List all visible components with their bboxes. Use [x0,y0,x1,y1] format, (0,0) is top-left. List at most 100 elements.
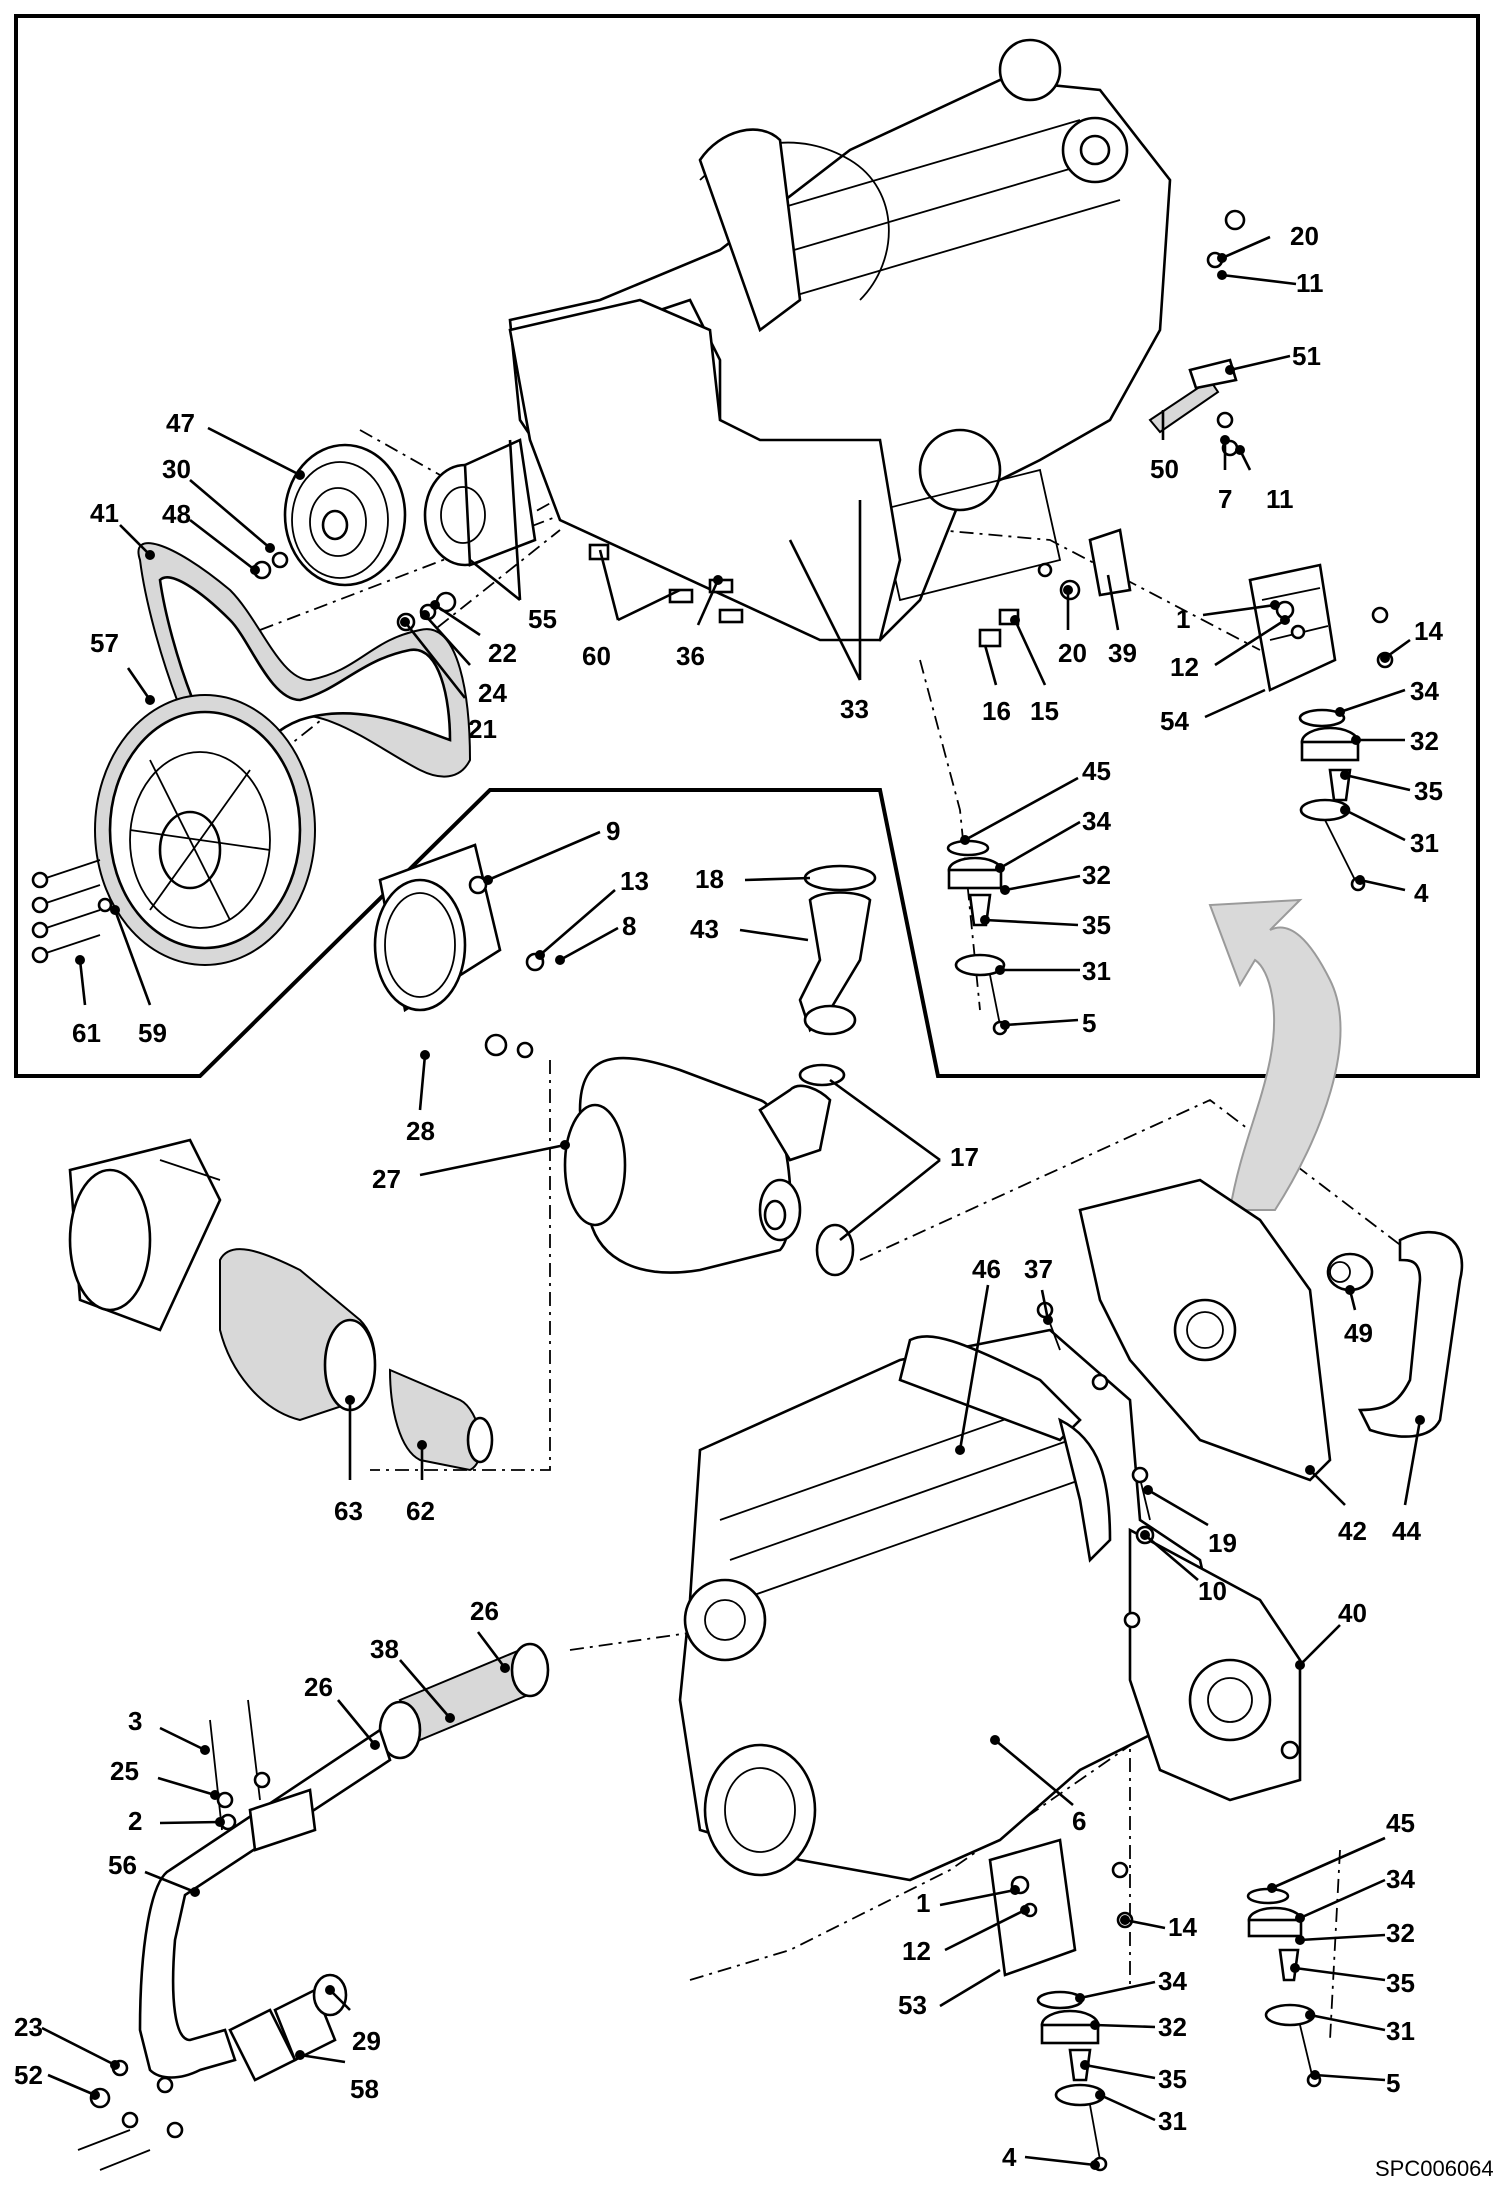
callout-34: 34 [1158,1966,1187,1996]
callout-4: 4 [1002,2142,1017,2172]
callout-11: 11 [1296,268,1324,298]
callout-22: 22 [488,638,517,668]
callout-58: 58 [350,2074,379,2104]
callout-23: 23 [14,2012,43,2042]
callout-27: 27 [372,1164,401,1194]
callout-15: 15 [1030,696,1059,726]
safety-filter-element [388,1368,494,1472]
exhaust-flex-pipe [378,1642,550,1760]
callout-55: 55 [528,604,557,634]
hose [1357,1230,1464,1438]
callout-34: 34 [1082,806,1111,836]
callout-45: 45 [1386,1808,1415,1838]
callout-12: 12 [1170,652,1199,682]
callout-47: 47 [166,408,195,438]
callout-59: 59 [138,1018,167,1048]
pulley-hub [423,438,537,567]
callout-31: 31 [1158,2106,1187,2136]
diagram-code: SPC006064 [1375,2156,1494,2181]
callout-11: 11 [1266,484,1294,514]
callout-35: 35 [1158,2064,1187,2094]
callout-29: 29 [352,2026,381,2056]
callout-48: 48 [162,499,191,529]
callout-18: 18 [695,864,724,894]
callout-34: 34 [1410,676,1439,706]
upper-engine-mount-bracket [1248,563,1394,692]
callout-31: 31 [1410,828,1439,858]
callout-1: 1 [916,1888,930,1918]
callout-5: 5 [1082,1008,1096,1038]
callout-49: 49 [1344,1318,1373,1348]
callout-35: 35 [1414,776,1443,806]
callout-52: 52 [14,2060,43,2090]
lower-engine-assembly [678,1328,1302,1882]
callout-9: 9 [606,816,620,846]
callout-1: 1 [1176,604,1190,634]
lower-engine-mount-bracket [988,1838,1134,1977]
callout-32: 32 [1158,2012,1187,2042]
callout-19: 19 [1208,1528,1237,1558]
callout-41: 41 [90,498,119,528]
callout-17: 17 [950,1142,979,1172]
callout-14: 14 [1414,616,1443,646]
callout-54: 54 [1160,706,1189,736]
callout-46: 46 [972,1254,1001,1284]
engine-plate [1078,1178,1332,1482]
callout-44: 44 [1392,1516,1421,1546]
callout-26: 26 [304,1672,333,1702]
callout-2: 2 [128,1806,142,1836]
callout-5: 5 [1386,2068,1400,2098]
callout-36: 36 [676,641,705,671]
callout-53: 53 [898,1990,927,2020]
callout-38: 38 [370,1634,399,1664]
flywheel [94,694,316,966]
callout-33: 33 [840,694,869,724]
callout-3: 3 [128,1706,142,1736]
upper-flywheel-housing [508,298,902,642]
bushing [1326,1252,1374,1292]
callout-13: 13 [620,866,649,896]
callout-20: 20 [1290,221,1319,251]
callout-4: 4 [1414,878,1429,908]
leader-lines [41,235,1425,2170]
callout-50: 50 [1150,454,1179,484]
callout-21: 21 [468,714,497,744]
callout-24: 24 [478,678,507,708]
callout-31: 31 [1082,956,1111,986]
callout-6: 6 [1072,1806,1086,1836]
callout-39: 39 [1108,638,1137,668]
callout-60: 60 [582,641,611,671]
callout-31: 31 [1386,2016,1415,2046]
callout-34: 34 [1386,1864,1415,1894]
callout-56: 56 [108,1850,137,1880]
callout-43: 43 [690,914,719,944]
callout-32: 32 [1082,860,1111,890]
air-cleaner-cover [68,1138,222,1332]
crankshaft-pulley [283,443,407,587]
air-cleaner-assembly [373,843,877,1277]
callout-26: 26 [470,1596,499,1626]
exhaust-tail-pipe [138,1727,392,2079]
callout-37: 37 [1024,1254,1053,1284]
callout-7: 7 [1218,484,1232,514]
lower-left-hardware [77,1699,271,2171]
lower-center-isolator-stack [1036,1990,1108,2172]
callout-16: 16 [982,696,1011,726]
callout-63: 63 [334,1496,363,1526]
callout-35: 35 [1386,1968,1415,1998]
view-transfer-arrow [1208,898,1342,1211]
lower-right-isolator-stack [1246,1887,1322,2088]
callout-12: 12 [902,1936,931,1966]
callout-32: 32 [1386,1918,1415,1948]
primary-filter-element [219,1248,377,1422]
center-isolator-stack [946,839,1008,1036]
callout-8: 8 [622,911,636,941]
callout-labels: 20 11 51 50 7 11 47 30 48 41 55 22 24 21… [14,221,1443,2172]
callout-28: 28 [406,1116,435,1146]
upper-inset-frame [14,14,1480,1078]
callout-40: 40 [1338,1598,1367,1628]
callout-42: 42 [1338,1516,1367,1546]
callout-35: 35 [1082,910,1111,940]
callout-25: 25 [110,1756,139,1786]
